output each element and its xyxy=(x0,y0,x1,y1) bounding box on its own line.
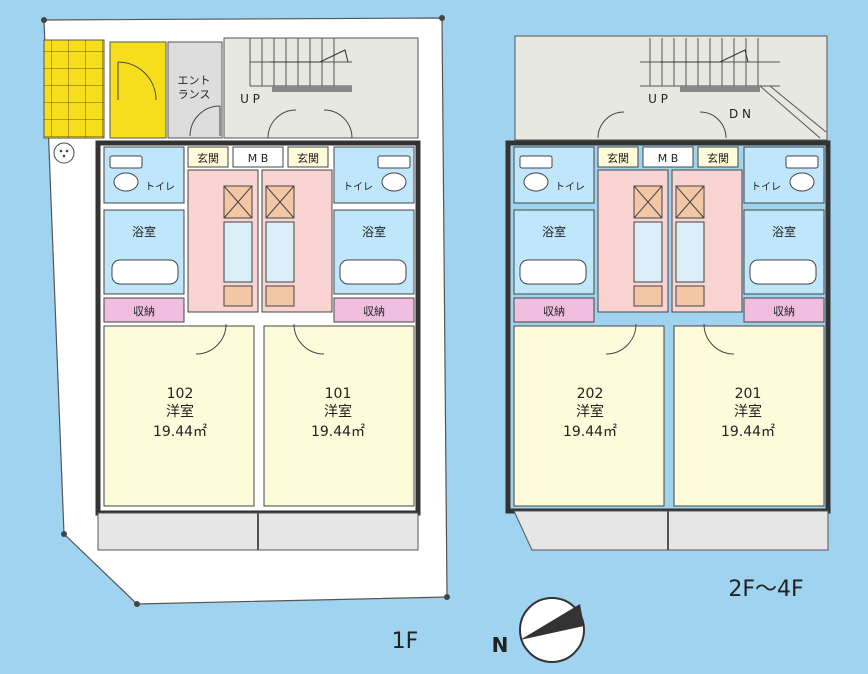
utility-meter-icon xyxy=(53,142,75,164)
mb-label-2f: M B xyxy=(658,152,679,165)
genkan-label-201: 玄関 xyxy=(707,151,729,165)
unit-202-number: 202 xyxy=(577,386,604,402)
unit-102-area: 19.44㎡ xyxy=(153,424,207,440)
mb-label-1f: M B xyxy=(248,152,269,165)
toilet-label-202: トイレ xyxy=(555,182,585,193)
toilet-label-201: トイレ xyxy=(751,182,781,193)
dn-label-2f: D N xyxy=(729,107,751,121)
trash-area xyxy=(109,41,167,139)
compass-north-label: N xyxy=(492,633,509,657)
genkan-label-101: 玄関 xyxy=(297,151,319,165)
compass-icon: N xyxy=(492,597,585,663)
bath-label-202: 浴室 xyxy=(542,224,566,239)
unit-101-number: 101 xyxy=(325,386,352,402)
unit-202-room: 洋室 xyxy=(576,403,604,420)
toilet-label-102: トイレ xyxy=(145,182,175,193)
floor-2f-4f-caption: 2F～4F xyxy=(728,577,803,602)
bath-label-102: 浴室 xyxy=(132,224,156,239)
bicycle-parking xyxy=(43,39,105,139)
unit-201-number: 201 xyxy=(735,386,762,402)
genkan-label-102: 玄関 xyxy=(197,151,219,165)
up-label-1f: U P xyxy=(240,92,260,106)
unit-201-room: 洋室 xyxy=(734,403,762,420)
stairs-2f xyxy=(514,35,828,141)
entrance-label-2: ランス xyxy=(178,88,211,101)
up-label-2f: U P xyxy=(648,92,668,106)
storage-label-101: 収納 xyxy=(363,305,385,318)
storage-label-201: 収納 xyxy=(773,305,795,318)
floor-1f-plan: エント ランス U P トイレ 浴室 収納 xyxy=(41,15,450,654)
entrance-hall xyxy=(167,41,223,139)
entrance-label-1: エント xyxy=(178,74,211,87)
unit-201-area: 19.44㎡ xyxy=(721,424,775,440)
unit-101-room: 洋室 xyxy=(324,403,352,420)
unit-102-number: 102 xyxy=(167,386,194,402)
floor-1f-caption: 1F xyxy=(392,629,419,654)
unit-202-area: 19.44㎡ xyxy=(563,424,617,440)
genkan-label-202: 玄関 xyxy=(607,151,629,165)
floor-2f-4f-plan: U P D N トイレ 浴室 収納 玄関 M B 玄関 xyxy=(505,35,831,602)
unit-102-room: 洋室 xyxy=(166,403,194,420)
bath-label-101: 浴室 xyxy=(362,224,386,239)
storage-label-102: 収納 xyxy=(133,305,155,318)
toilet-label-101: トイレ xyxy=(343,182,373,193)
bath-label-201: 浴室 xyxy=(772,224,796,239)
unit-101-area: 19.44㎡ xyxy=(311,424,365,440)
storage-label-202: 収納 xyxy=(543,305,565,318)
